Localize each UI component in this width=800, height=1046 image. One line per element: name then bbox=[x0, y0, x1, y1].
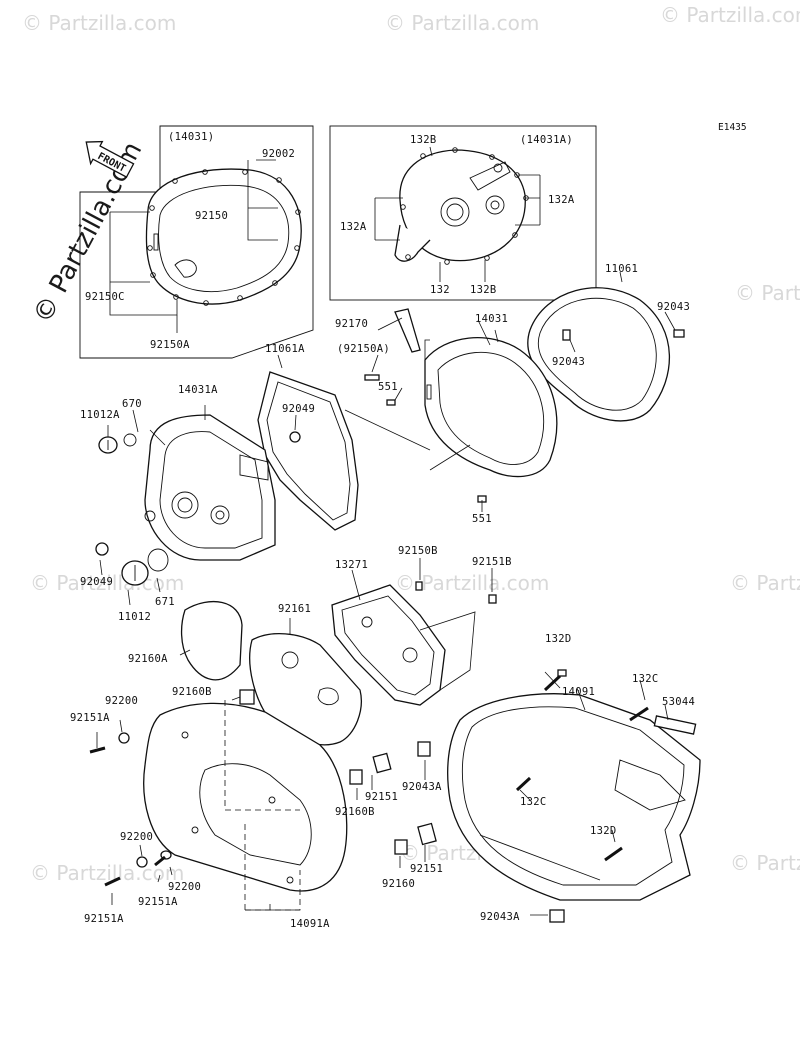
label-92150C: 92150C bbox=[85, 291, 125, 303]
label-92150: 92150 bbox=[195, 210, 228, 222]
label-92151A-bottom: 92151A bbox=[84, 913, 124, 925]
label-92160B-top: 92160B bbox=[172, 686, 212, 698]
label-92150A-ref: (92150A) bbox=[337, 343, 390, 355]
diagram-code: E1435 bbox=[718, 122, 747, 133]
inset-box-14031A: 132B (14031A) 132A 132A 132 132B bbox=[329, 125, 597, 301]
parts-small-top: 92170 (92150A) 551 551 bbox=[335, 308, 492, 525]
label-551-bottom: 551 bbox=[472, 513, 492, 525]
label-92150B: 92150B bbox=[398, 545, 438, 557]
label-92200-mid: 92200 bbox=[120, 831, 153, 843]
watermark: © Partzilla.com bbox=[730, 571, 800, 595]
part-13271-plate: 13271 92150B 92151B bbox=[331, 545, 512, 706]
part-14031-cover: 14031 bbox=[424, 313, 558, 478]
label-92049-top: 92049 bbox=[282, 403, 315, 415]
part-14031A-cover: 14031A bbox=[144, 384, 276, 561]
label-92151-mid: 92151 bbox=[365, 791, 398, 803]
label-14031: 14031 bbox=[475, 313, 508, 325]
label-92160: 92160 bbox=[382, 878, 415, 890]
label-92151-bottom: 92151 bbox=[410, 863, 443, 875]
label-14031A: 14031A bbox=[178, 384, 218, 396]
label-92160A: 92160A bbox=[128, 653, 168, 665]
watermark: © Partzilla.com bbox=[730, 851, 800, 875]
label-132D-top: 132D bbox=[545, 633, 572, 645]
label-92150A-box: 92150A bbox=[150, 339, 190, 351]
label-92151B: 92151B bbox=[472, 556, 512, 568]
part-14091-cover: 132D 132C 14091 53044 bbox=[447, 633, 701, 901]
watermark: © Partzilla.com bbox=[30, 861, 184, 885]
label-92043-mid: 92043 bbox=[552, 356, 585, 368]
label-132B-bottom: 132B bbox=[470, 284, 497, 296]
label-11061: 11061 bbox=[605, 263, 638, 275]
label-92151A-mid: 92151A bbox=[138, 896, 178, 908]
part-11061A-gasket: 11061A 92049 bbox=[257, 343, 431, 531]
label-53044: 53044 bbox=[662, 696, 695, 708]
watermark: © Partzilla.com bbox=[735, 281, 800, 305]
label-92049-bottom: 92049 bbox=[80, 576, 113, 588]
label-11012A: 11012A bbox=[80, 409, 120, 421]
part-92161-pad: 92161 bbox=[249, 603, 362, 746]
watermark: © Partzilla.com bbox=[660, 3, 800, 27]
watermark: © Partzilla.com bbox=[385, 11, 539, 35]
label-92200-bottom: 92200 bbox=[168, 881, 201, 893]
part-14091A-cover: 14091A bbox=[143, 700, 348, 930]
label-14091A: 14091A bbox=[290, 918, 330, 930]
label-132C-mid: 132C bbox=[520, 796, 547, 808]
watermark: © Partzilla.com bbox=[30, 571, 184, 595]
parts-grommets: 92200 92160B 92151A 92151 92160B 92200 9… bbox=[70, 686, 443, 925]
label-11061A: 11061A bbox=[265, 343, 305, 355]
label-92043A-bottom: 92043A bbox=[480, 911, 520, 923]
label-14031-ref: (14031) bbox=[168, 131, 214, 143]
label-92161: 92161 bbox=[278, 603, 311, 615]
label-92043A-mid: 92043A bbox=[402, 781, 442, 793]
label-132A-left: 132A bbox=[340, 221, 367, 233]
label-132C-top: 132C bbox=[632, 673, 659, 685]
label-11012: 11012 bbox=[118, 611, 151, 623]
label-92160B-mid: 92160B bbox=[335, 806, 375, 818]
label-92151A-top: 92151A bbox=[70, 712, 110, 724]
label-14031A-ref: (14031A) bbox=[520, 134, 573, 146]
label-132-bottom: 132 bbox=[430, 284, 450, 296]
label-551-top: 551 bbox=[378, 381, 398, 393]
label-92043-right: 92043 bbox=[657, 301, 690, 313]
label-92002: 92002 bbox=[262, 148, 295, 160]
inset-box-14031: (14031) 92002 92150 92150C 92150A bbox=[79, 125, 314, 359]
label-132A-right: 132A bbox=[548, 194, 575, 206]
part-11061-gasket: 11061 92043 92043 bbox=[527, 263, 690, 422]
label-132B-top: 132B bbox=[410, 134, 437, 146]
label-92170: 92170 bbox=[335, 318, 368, 330]
label-671: 671 bbox=[155, 596, 175, 608]
label-132D-bottom: 132D bbox=[590, 825, 617, 837]
part-92160A-pad: 92160A bbox=[128, 600, 243, 681]
label-670: 670 bbox=[122, 398, 142, 410]
parts-bolts-14091: 92043A 132C 132D 92043A bbox=[402, 669, 649, 923]
label-14091: 14091 bbox=[562, 686, 595, 698]
parts-plugs: 670 11012A 92049 671 11012 bbox=[80, 398, 175, 623]
label-13271: 13271 bbox=[335, 559, 368, 571]
watermark: © Partzilla.com bbox=[22, 11, 176, 35]
label-92200-top: 92200 bbox=[105, 695, 138, 707]
